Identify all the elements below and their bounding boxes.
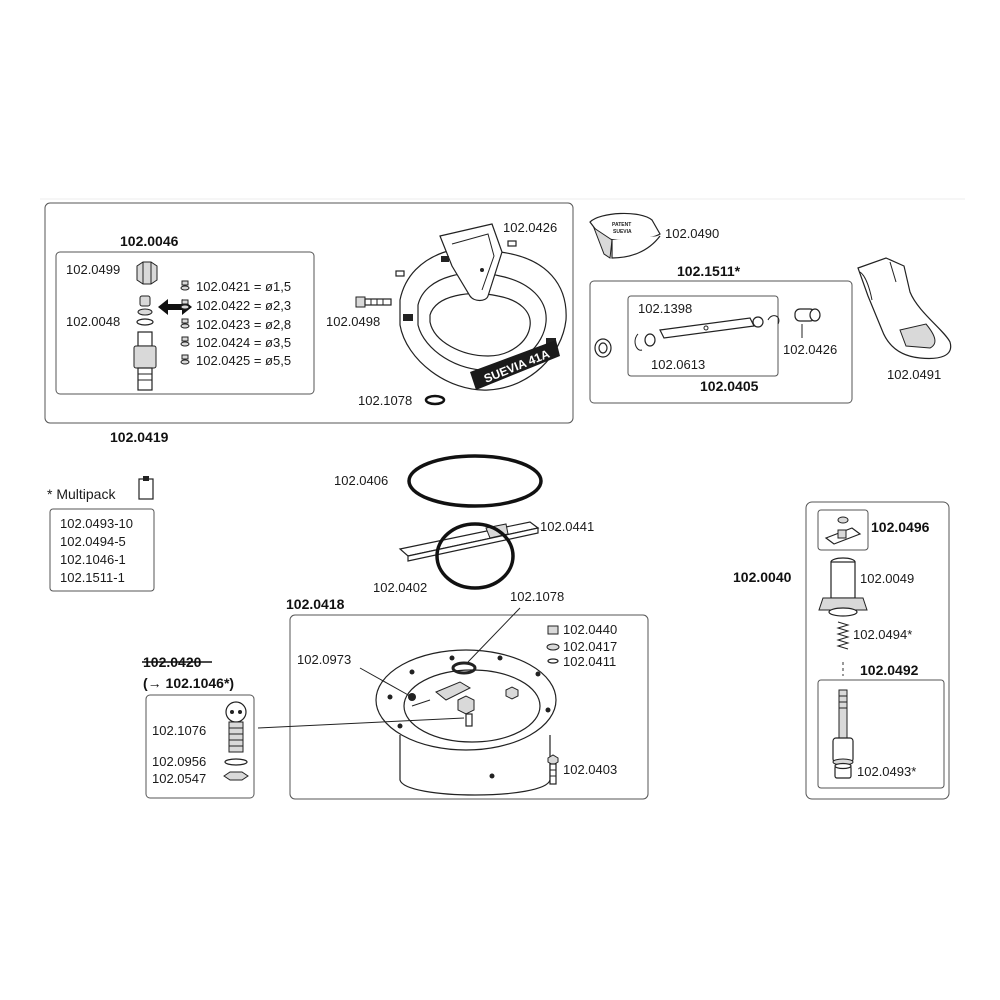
label-0402: 102.0402	[373, 580, 427, 595]
housing-part-0418	[375, 649, 557, 796]
lever-part-1398	[659, 317, 755, 339]
box-0496	[817, 509, 869, 551]
box-multipack	[49, 508, 155, 592]
label-multipack: * Multipack	[47, 486, 116, 502]
label-0491: 102.0491	[887, 367, 941, 382]
label-0973: 102.0973	[297, 652, 351, 667]
o-ring-0406	[407, 454, 543, 508]
clip-part-0490: PATENT SUEVIA	[589, 212, 661, 259]
label-0418: 102.0418	[286, 596, 345, 612]
pin-part-left	[594, 338, 612, 358]
label-0441: 102.0441	[540, 519, 594, 534]
label-0490: 102.0490	[665, 226, 719, 241]
valve-nut-part	[136, 261, 158, 285]
label-1078-bowl: 102.1078	[358, 393, 412, 408]
label-0426-bowl: 102.0426	[503, 220, 557, 235]
valve-body-part-0049	[818, 557, 868, 617]
box-0405	[627, 295, 779, 377]
label-0499: 102.0499	[66, 262, 120, 277]
leader-1076	[257, 717, 465, 729]
label-0040: 102.0040	[733, 569, 792, 585]
label-1398: 102.1398	[638, 301, 692, 316]
washer-part	[136, 318, 154, 326]
screw-part-0426	[395, 240, 517, 277]
leader-0973	[359, 667, 411, 697]
label-0421: 102.0421 = ø1,5	[196, 279, 291, 294]
multipack-item-1: 102.0493-10	[60, 516, 133, 531]
bolt-part-0403	[546, 625, 560, 785]
screw-part-0498	[355, 296, 392, 308]
label-0956: 102.0956	[152, 754, 206, 769]
label-0417: 102.0417	[563, 639, 617, 654]
leader-1078	[467, 607, 521, 663]
label-0406: 102.0406	[334, 473, 388, 488]
label-0426-pin: 102.0426	[783, 342, 837, 357]
label-0422: 102.0422 = ø2,3	[196, 298, 291, 313]
label-1046: (→ 102.1046*)	[143, 675, 234, 691]
valve-part-1076	[223, 701, 249, 781]
box-0420	[145, 694, 255, 799]
seal-ring-1078	[424, 394, 446, 406]
box-0046	[55, 251, 315, 395]
label-0049: 102.0049	[860, 571, 914, 586]
bracket-part-0441	[398, 521, 540, 562]
o-ring-0402	[435, 522, 515, 590]
clip-text-patent: PATENT	[612, 222, 631, 228]
valve-body-part	[133, 331, 157, 391]
label-0493: 102.0493*	[857, 764, 916, 779]
nozzle-part	[137, 295, 153, 316]
label-0613: 102.0613	[651, 357, 705, 372]
cotter-pin-0613	[634, 315, 780, 351]
seal-part-0493	[834, 762, 852, 779]
box-0419	[44, 202, 574, 424]
box-0418	[289, 614, 649, 800]
nozzle-icons	[180, 280, 190, 365]
label-0419: 102.0419	[110, 429, 169, 445]
label-0440: 102.0440	[563, 622, 617, 637]
label-0405: 102.0405	[700, 378, 759, 394]
label-0498: 102.0498	[326, 314, 380, 329]
box-0040	[805, 501, 950, 800]
label-0046: 102.0046	[120, 233, 179, 249]
label-0496: 102.0496	[871, 519, 930, 535]
label-0547: 102.0547	[152, 771, 206, 786]
multipack-item-3: 102.1046-1	[60, 552, 126, 567]
label-0494: 102.0494*	[853, 627, 912, 642]
tongue-part-0491	[857, 257, 952, 360]
label-1078-housing: 102.1078	[510, 589, 564, 604]
label-0492: 102.0492	[860, 662, 919, 678]
multipack-icon	[138, 476, 154, 500]
label-0423: 102.0423 = ø2,8	[196, 317, 291, 332]
drinking-bowl-part: SUEVIA 41A	[399, 223, 567, 391]
multipack-item-2: 102.0494-5	[60, 534, 126, 549]
clamp-part-0496	[824, 516, 862, 545]
label-1511: 102.1511*	[677, 263, 741, 279]
label-0403: 102.0403	[563, 762, 617, 777]
pin-part-0426	[794, 308, 821, 338]
label-0048: 102.0048	[66, 314, 120, 329]
multipack-item-4: 102.1511-1	[60, 570, 125, 585]
label-0425: 102.0425 = ø5,5	[196, 353, 291, 368]
label-0424: 102.0424 = ø3,5	[196, 335, 291, 350]
box-0492	[817, 679, 945, 789]
label-0411: 102.0411	[563, 654, 616, 669]
label-1076: 102.1076	[152, 723, 206, 738]
box-1511	[589, 280, 853, 404]
spring-part-0494	[836, 621, 850, 650]
clip-text-suevia: SUEVIA	[613, 229, 632, 235]
plunger-part-0492	[832, 689, 854, 766]
